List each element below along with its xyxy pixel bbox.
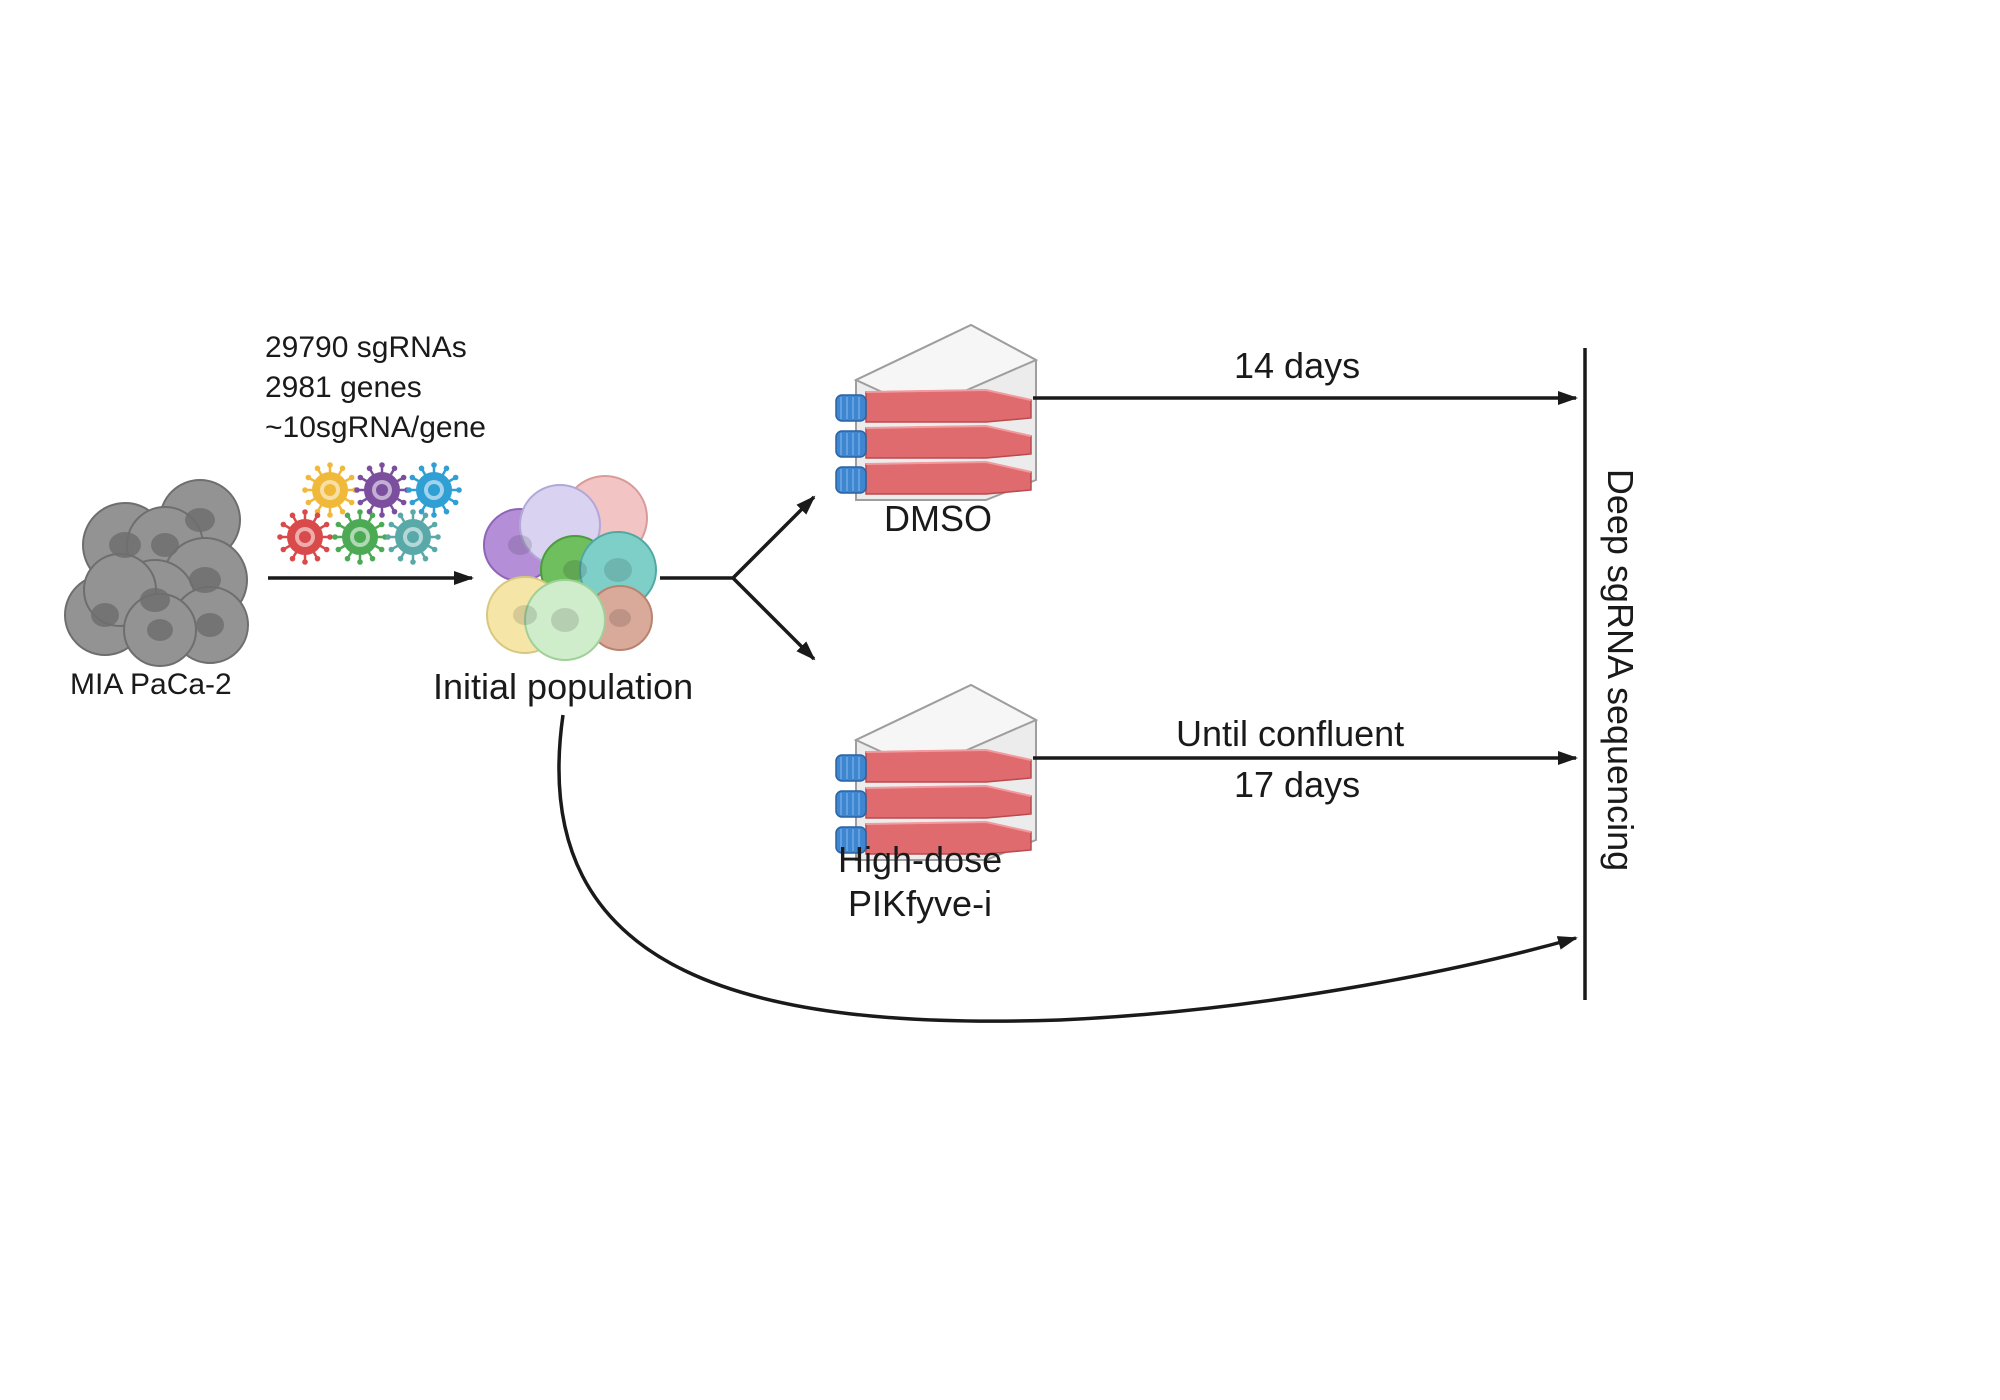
library-sgrna-count: 29790 sgRNAs <box>265 331 467 364</box>
pikfyve-label: High-dose PIKfyve-i <box>838 838 1002 926</box>
virus-particle-icon <box>385 509 441 565</box>
cell-line-label: MIA PaCa-2 <box>70 668 232 701</box>
pikfyve-label-line2: PIKfyve-i <box>848 883 993 924</box>
arrow-population-to-sequencing <box>557 714 1578 1023</box>
dmso-duration-label: 14 days <box>1234 345 1361 386</box>
sequencing-label: Deep sgRNA sequencing <box>1600 468 1641 872</box>
arrow-branch-to-dmso <box>731 495 816 580</box>
library-description: 29790 sgRNAs 2981 genes ~10sgRNA/gene <box>265 328 486 448</box>
pikfyve-duration-line1: Until confluent <box>1176 713 1405 754</box>
initial-population-cells-icon <box>483 475 657 661</box>
initial-population-label: Initial population <box>433 666 694 707</box>
virus-particle-icon <box>406 462 462 518</box>
pikfyve-duration-line2: 17 days <box>1234 764 1361 805</box>
virus-particle-icon <box>302 462 358 518</box>
library-gene-count: 2981 genes <box>265 371 422 404</box>
dmso-flask-icon <box>835 323 1039 501</box>
library-guides-per-gene: ~10sgRNA/gene <box>265 411 486 444</box>
virus-particle-icon <box>277 509 333 565</box>
pikfyve-flask-icon <box>835 683 1039 861</box>
dmso-label: DMSO <box>884 498 992 539</box>
virus-particle-icon <box>332 509 388 565</box>
pikfyve-label-line1: High-dose <box>838 839 1003 880</box>
arrow-branch-to-pikfyve <box>731 576 816 661</box>
mia-paca-2-cells-icon <box>64 479 249 667</box>
virus-particle-icon <box>354 462 410 518</box>
lentivirus-library-icon <box>277 462 462 565</box>
